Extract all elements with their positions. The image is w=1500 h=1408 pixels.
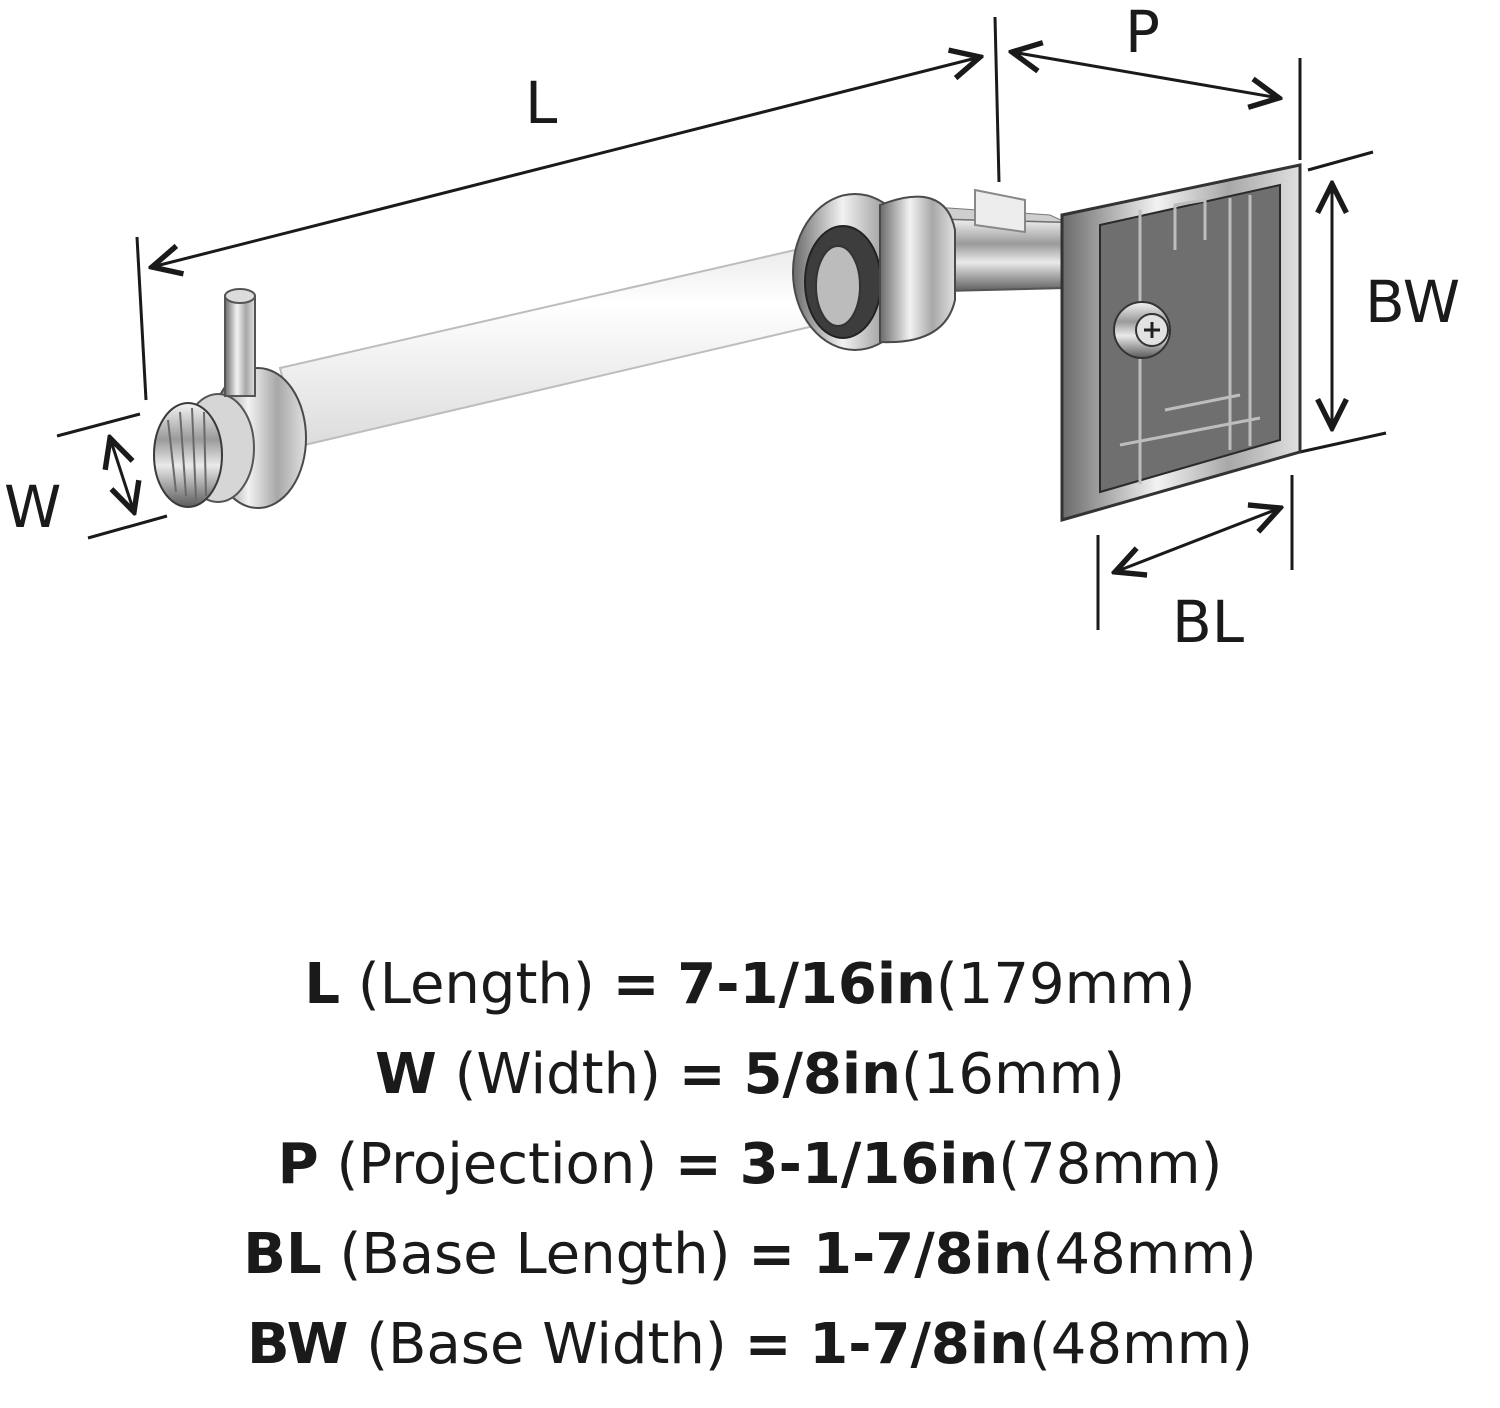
spec-row: L (Length) = 7-1/16in(179mm) (0, 940, 1500, 1030)
pivot-collar-inner (815, 245, 861, 327)
spec-metric-value: (16mm) (900, 1042, 1126, 1107)
projection-dimension-line (1012, 52, 1279, 98)
spec-name: (Projection) (336, 1132, 658, 1197)
projection-label: P (1125, 0, 1160, 66)
spec-name: (Base Length) (339, 1222, 731, 1287)
specifications-list: L (Length) = 7-1/16in(179mm)W (Width) = … (0, 940, 1500, 1390)
retaining-pin-top (224, 288, 256, 304)
extension-line-middle (993, 16, 1001, 183)
extension-line-bw-top (1307, 150, 1374, 172)
spec-imperial-value: 5/8in (743, 1042, 901, 1107)
spec-key: W (374, 1042, 437, 1107)
screw-cross-icon (1144, 322, 1160, 338)
spec-metric-value: (78mm) (998, 1132, 1223, 1197)
spindle-rod (278, 240, 850, 448)
spec-equals: = (748, 1222, 796, 1287)
spec-row: BW (Base Width) = 1-7/8in(48mm) (0, 1300, 1500, 1390)
spec-key: P (277, 1132, 319, 1197)
extension-line-w-bottom (87, 514, 168, 540)
paper-holder-illustration (153, 163, 1302, 522)
spec-row: W (Width) = 5/8in(16mm) (0, 1030, 1500, 1120)
width-dimension-line (110, 438, 134, 512)
spec-key: L (304, 952, 341, 1017)
base-length-dimension-line (1115, 508, 1280, 572)
arm-cylinder (974, 188, 1026, 234)
spec-key: BL (243, 1222, 322, 1287)
end-cap-ridges (167, 407, 207, 501)
spec-metric-value: (179mm) (935, 952, 1196, 1017)
length-dimension-line (152, 57, 980, 267)
extension-line-left (135, 236, 148, 401)
pivot-housing (879, 195, 956, 344)
spec-imperial-value: 1-7/8in (809, 1312, 1029, 1377)
spec-imperial-value: 3-1/16in (739, 1132, 999, 1197)
spec-name: (Base Width) (366, 1312, 727, 1377)
width-label: W (4, 473, 61, 541)
spec-equals: = (744, 1312, 792, 1377)
base-length-label: BL (1172, 588, 1244, 656)
length-label: L (525, 69, 557, 137)
extension-line-bw-bottom (1299, 431, 1387, 454)
spec-name: (Width) (454, 1042, 661, 1107)
end-cap-face (153, 402, 223, 508)
spec-equals: = (674, 1132, 722, 1197)
retaining-pin (224, 295, 256, 397)
spec-equals: = (612, 952, 660, 1017)
spec-name: (Length) (357, 952, 595, 1017)
dimension-diagram: L P BW W BL (4, 0, 1460, 656)
spec-key: BW (246, 1312, 349, 1377)
spec-metric-value: (48mm) (1028, 1312, 1254, 1377)
spec-equals: = (678, 1042, 726, 1107)
spec-metric-value: (48mm) (1032, 1222, 1257, 1287)
spec-row: BL (Base Length) = 1-7/8in(48mm) (0, 1210, 1500, 1300)
extension-line-w-top (56, 412, 141, 438)
spec-imperial-value: 1-7/8in (813, 1222, 1033, 1287)
spec-imperial-value: 7-1/16in (677, 952, 936, 1017)
mounting-base-inner (1099, 183, 1281, 494)
base-width-label: BW (1365, 268, 1460, 336)
spec-row: P (Projection) = 3-1/16in(78mm) (0, 1120, 1500, 1210)
